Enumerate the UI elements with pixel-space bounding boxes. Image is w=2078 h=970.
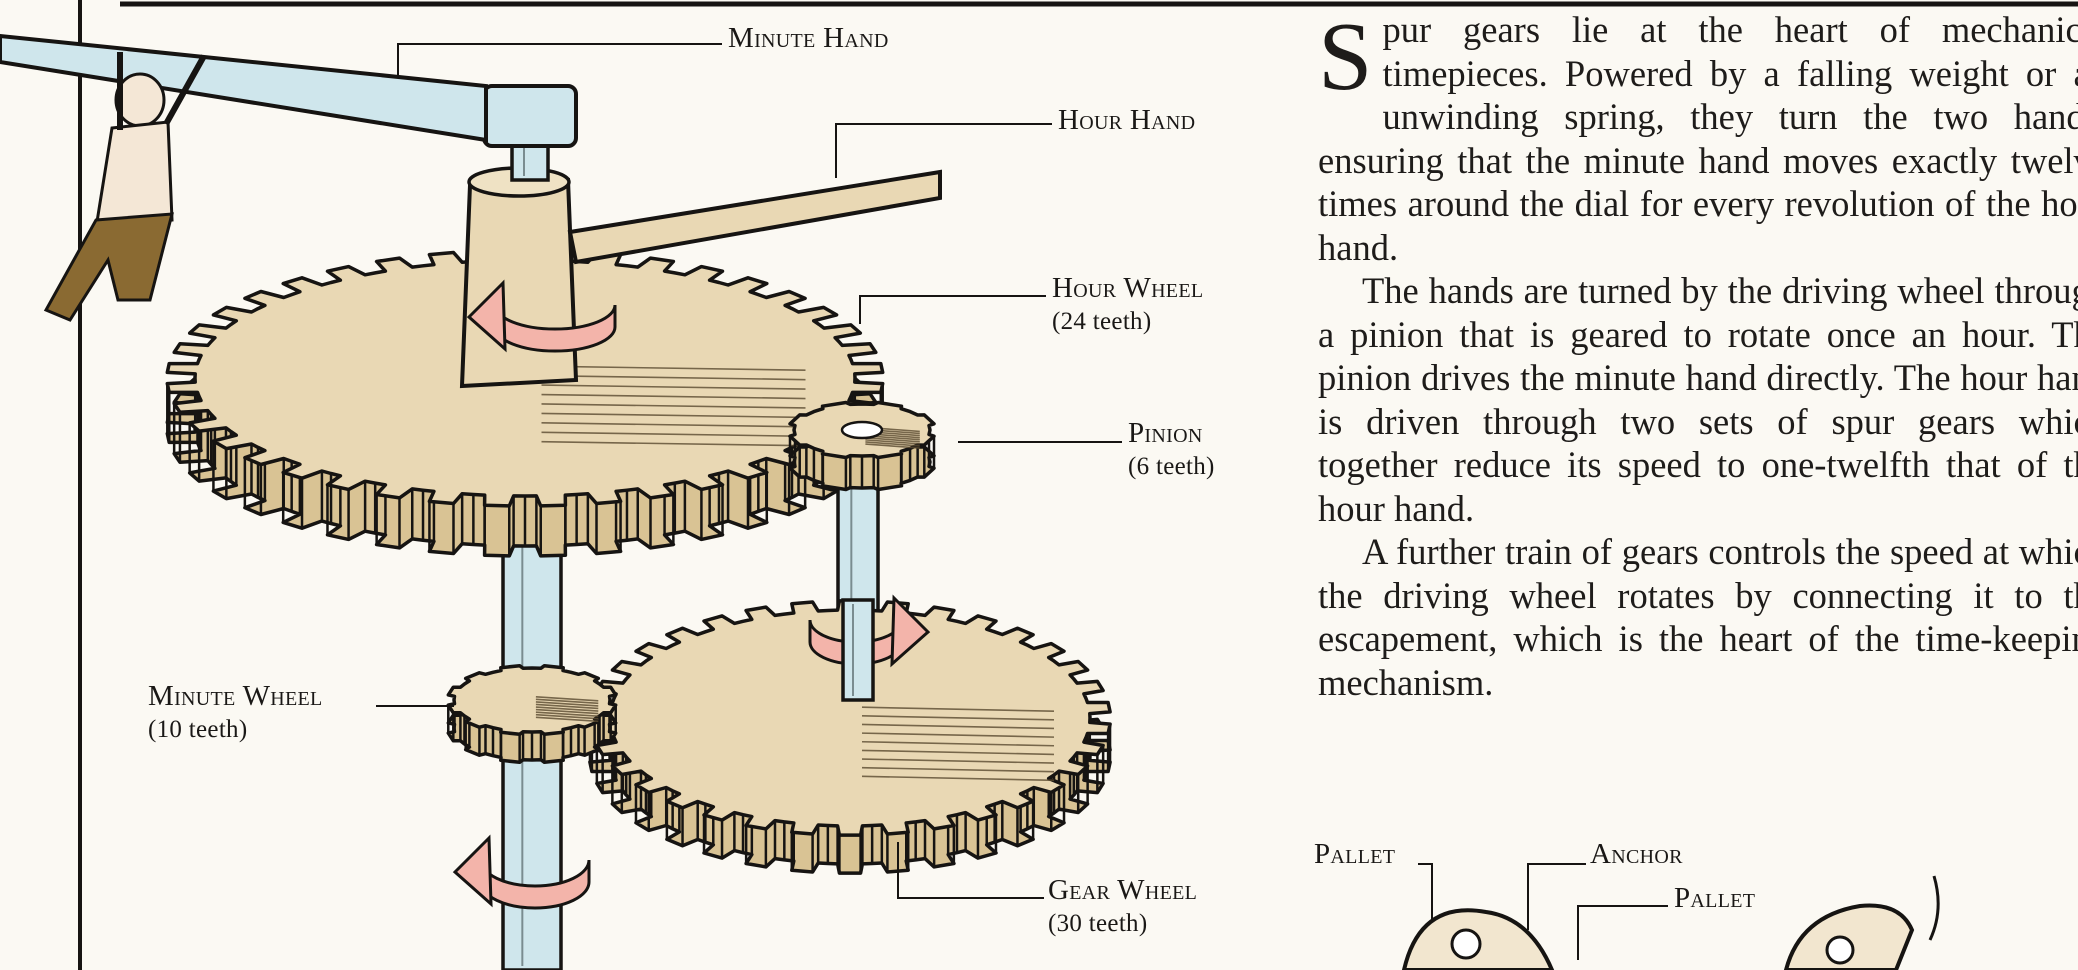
hour-sleeve: [459, 177, 579, 389]
escapement-anchor-right: [1783, 903, 1915, 970]
hour-wheel-hatching: [541, 365, 806, 447]
label-hour-hand: Hour Hand: [1058, 104, 1196, 136]
leader-pallet-right: [1577, 905, 1668, 960]
escapement-pivot: [1450, 928, 1482, 960]
escapement-arrow: [1928, 875, 1940, 941]
spindle-arrow-head: [452, 834, 493, 908]
minute-hand-boss: [482, 84, 578, 148]
gear-wheel-arrow-head: [890, 594, 931, 668]
label-gear-wheel: Gear Wheel(30 teeth): [1048, 874, 1198, 938]
label-anchor: Anchor: [1590, 838, 1683, 870]
man-trousers: [43, 212, 174, 322]
paragraph-3: A further train of gears controls the sp…: [1318, 531, 2078, 703]
leader-anchor: [1527, 863, 1586, 930]
pinion-shaft-top: [841, 598, 875, 702]
paragraph-2: The hands are turned by the driving whee…: [1318, 270, 2078, 529]
man-arm-right: [163, 54, 207, 126]
hour-hand: [567, 169, 942, 265]
drop-cap: S: [1318, 3, 1373, 111]
leader-hour-hand: [835, 123, 1052, 178]
label-pallet-left: Pallet: [1314, 838, 1396, 870]
minute-hand: [0, 33, 488, 143]
escapement-pivot-right: [1825, 935, 1855, 965]
leader-minute-hand: [397, 43, 722, 78]
man-shirt: [94, 120, 174, 230]
gear-wheel-hatching: [861, 706, 1055, 782]
label-minute-wheel: Minute Wheel(10 teeth): [148, 680, 323, 744]
label-pallet-right: Pallet: [1674, 882, 1756, 914]
leader-hour-wheel: [859, 295, 1046, 324]
label-hour-wheel: Hour Wheel(24 teeth): [1052, 272, 1204, 336]
minute-wheel-hatching: [535, 696, 599, 723]
label-pinion: Pinion(6 teeth): [1128, 417, 1215, 481]
spindle-arrow: [479, 859, 591, 910]
pinion-tooth-edges: [788, 434, 936, 490]
pinion-hole: [840, 420, 884, 440]
hour-sleeve-arrow-head: [466, 279, 507, 353]
label-minute-hand: Minute Hand: [728, 22, 889, 54]
man-head: [114, 72, 166, 128]
hour-sleeve-arrow: [493, 304, 617, 353]
leader-gear-wheel: [897, 842, 1044, 899]
